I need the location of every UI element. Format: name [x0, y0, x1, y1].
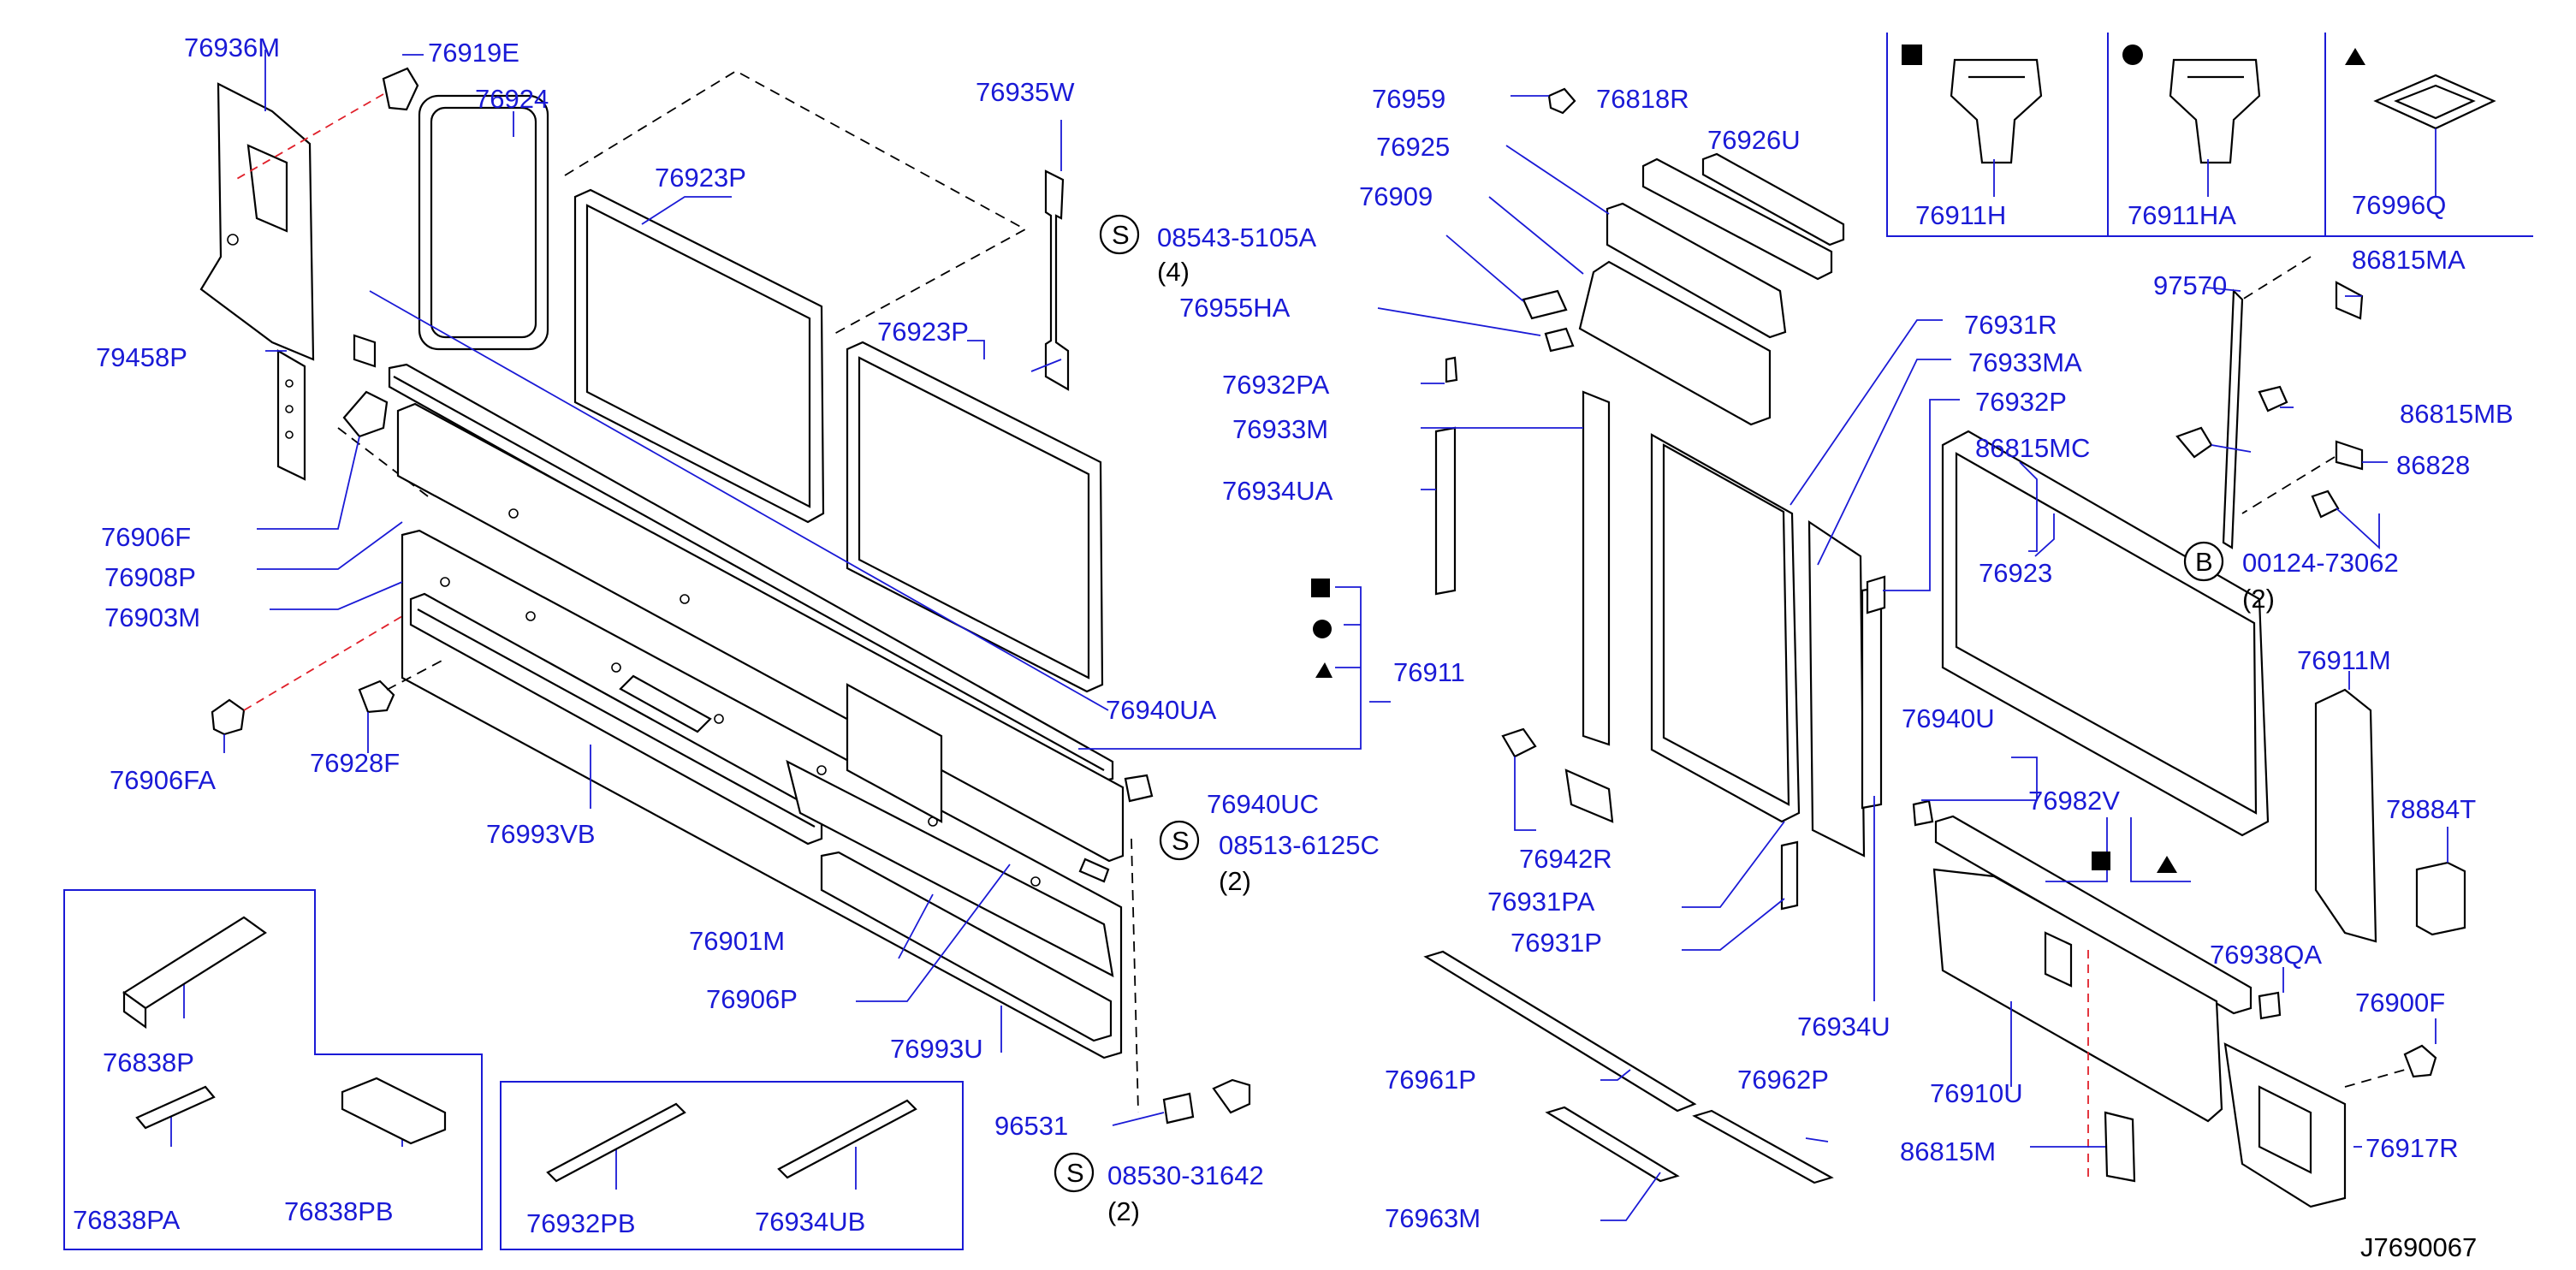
part-labels: 76936M 76919E 76924 76923P 76935W 08543-…	[73, 33, 2514, 1262]
label-76917R[interactable]: 76917R	[2365, 1133, 2459, 1163]
label-76996Q[interactable]: 76996Q	[2352, 190, 2446, 220]
callout-s-3: S	[1066, 1158, 1084, 1188]
label-76838PB[interactable]: 76838PB	[284, 1196, 394, 1226]
callouts: S S S B	[1054, 214, 2224, 1193]
label-86828[interactable]: 86828	[2396, 450, 2470, 480]
callout-b: B	[2195, 547, 2213, 577]
label-76908P[interactable]: 76908P	[104, 562, 196, 592]
label-08530-31642[interactable]: 08530-31642	[1107, 1160, 1264, 1190]
left-assembly	[199, 67, 1251, 1125]
label-76924[interactable]: 76924	[475, 84, 549, 114]
label-76900F[interactable]: 76900F	[2355, 988, 2445, 1018]
label-76818R[interactable]: 76818R	[1596, 84, 1689, 114]
label-76926U[interactable]: 76926U	[1707, 125, 1801, 155]
label-76906FA[interactable]: 76906FA	[110, 765, 216, 795]
label-00124-73062[interactable]: 00124-73062	[2242, 548, 2399, 578]
label-76911H[interactable]: 76911H	[1915, 200, 2006, 230]
label-76903M[interactable]: 76903M	[104, 602, 200, 632]
label-76911HA[interactable]: 76911HA	[2128, 200, 2236, 230]
label-76933MA[interactable]: 76933MA	[1968, 347, 2082, 377]
label-76931R[interactable]: 76931R	[1964, 310, 2057, 340]
label-76993U[interactable]: 76993U	[890, 1034, 983, 1064]
label-76923P-a[interactable]: 76923P	[655, 163, 746, 193]
label-86815M[interactable]: 86815M	[1900, 1136, 1996, 1166]
label-76906F[interactable]: 76906F	[101, 522, 191, 552]
label-76901M[interactable]: 76901M	[689, 926, 785, 956]
qty-00124: (2)	[2242, 584, 2275, 614]
label-76911M[interactable]: 76911M	[2297, 645, 2391, 675]
label-76959[interactable]: 76959	[1372, 84, 1445, 114]
label-76940UC[interactable]: 76940UC	[1207, 789, 1319, 819]
diagram-code: J7690067	[2360, 1232, 2477, 1262]
label-76935W[interactable]: 76935W	[976, 77, 1075, 107]
label-76934U[interactable]: 76934U	[1797, 1012, 1890, 1042]
label-78884T[interactable]: 78884T	[2386, 794, 2476, 824]
label-76932PB[interactable]: 76932PB	[526, 1208, 636, 1238]
label-08513-6125C[interactable]: 08513-6125C	[1219, 830, 1380, 860]
inset-parts	[122, 916, 917, 1183]
label-76925[interactable]: 76925	[1376, 132, 1450, 162]
label-76910U[interactable]: 76910U	[1930, 1078, 2023, 1108]
label-76931PA[interactable]: 76931PA	[1487, 887, 1595, 917]
label-76940U[interactable]: 76940U	[1902, 703, 1995, 733]
label-76963M[interactable]: 76963M	[1385, 1203, 1481, 1233]
label-76909[interactable]: 76909	[1359, 181, 1433, 211]
qty-08530: (2)	[1107, 1196, 1140, 1226]
label-76838P[interactable]: 76838P	[103, 1047, 194, 1077]
label-76934UA[interactable]: 76934UA	[1222, 476, 1333, 506]
label-76961P[interactable]: 76961P	[1385, 1065, 1476, 1095]
callout-s-2: S	[1172, 826, 1190, 856]
label-86815MA[interactable]: 86815MA	[2352, 245, 2466, 275]
label-76923[interactable]: 76923	[1979, 558, 2052, 588]
label-76923P-b[interactable]: 76923P	[877, 317, 969, 347]
label-97570[interactable]: 97570	[2153, 270, 2227, 300]
label-76932PA[interactable]: 76932PA	[1222, 370, 1330, 400]
right-assembly	[1912, 256, 2466, 1208]
label-76928F[interactable]: 76928F	[310, 748, 400, 778]
label-86815MB[interactable]: 86815MB	[2400, 399, 2514, 429]
label-76982V[interactable]: 76982V	[2028, 786, 2120, 816]
label-76938QA[interactable]: 76938QA	[2210, 940, 2322, 970]
label-76911[interactable]: 76911	[1393, 657, 1465, 687]
label-76838PA[interactable]: 76838PA	[73, 1205, 181, 1235]
label-76919E[interactable]: 76919E	[428, 38, 519, 68]
legend-symbols	[1311, 579, 2177, 873]
qty-08543: (4)	[1157, 257, 1190, 287]
label-76933M[interactable]: 76933M	[1232, 414, 1328, 444]
label-76993VB[interactable]: 76993VB	[486, 819, 596, 849]
label-76932P[interactable]: 76932P	[1975, 387, 2067, 417]
label-96531[interactable]: 96531	[994, 1111, 1068, 1141]
label-76940UA[interactable]: 76940UA	[1106, 695, 1217, 725]
clip-table-icons	[1902, 45, 2496, 164]
inset-frames	[63, 33, 2533, 1250]
label-76936M[interactable]: 76936M	[184, 33, 280, 62]
label-76942R[interactable]: 76942R	[1519, 844, 1612, 874]
label-76934UB[interactable]: 76934UB	[755, 1207, 865, 1237]
label-86815MC[interactable]: 86815MC	[1975, 433, 2090, 463]
label-79458P[interactable]: 79458P	[96, 342, 187, 372]
label-76931P[interactable]: 76931P	[1511, 928, 1602, 958]
label-76955HA[interactable]: 76955HA	[1179, 293, 1291, 323]
label-76906P[interactable]: 76906P	[706, 984, 798, 1014]
label-76962P[interactable]: 76962P	[1737, 1065, 1829, 1095]
qty-08513: (2)	[1219, 866, 1251, 896]
center-assembly	[1423, 87, 1886, 1184]
label-08543-5105A[interactable]: 08543-5105A	[1157, 223, 1316, 252]
callout-s-1: S	[1112, 220, 1130, 250]
